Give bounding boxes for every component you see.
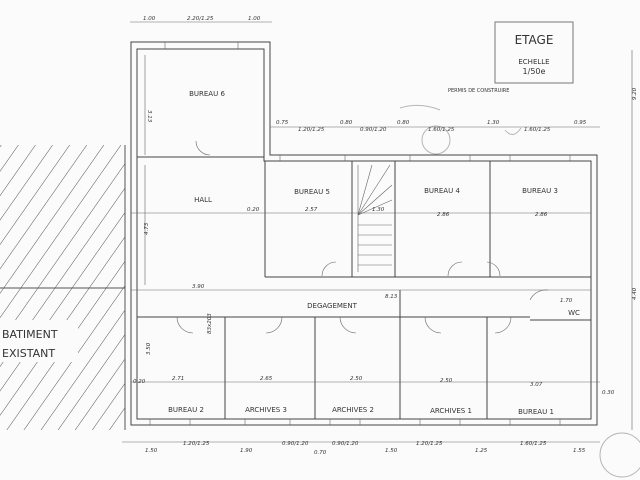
dimension-label: 1.50 <box>145 448 158 454</box>
dimension-label: 2.57 <box>305 207 318 213</box>
dimension-label: 0.75 <box>276 120 289 126</box>
dimension-label: 1.50 <box>385 448 398 454</box>
room-bureau-1: BUREAU 1 <box>518 408 554 416</box>
room-bureau-2: BUREAU 2 <box>168 406 204 414</box>
title-block <box>494 21 574 84</box>
dimension-label: 1.55 <box>573 448 586 454</box>
dimension-label: 2.50 <box>350 376 363 382</box>
room-bureau-6: BUREAU 6 <box>189 90 225 98</box>
scale-value: 1/50e <box>523 67 546 76</box>
dimension-label: 0.90/1.20 <box>360 127 387 133</box>
dimension-label: 1.00 <box>248 16 261 22</box>
dimension-label: 0.80 <box>340 120 353 126</box>
dimension-label: 3.13 <box>146 110 152 123</box>
dimension-label: 0.20 <box>133 379 146 385</box>
dimension-labels: 1.00 2.20/1.25 1.00 0.75 1.20/1.25 0.80 … <box>133 16 638 456</box>
dimension-label: 2.50 <box>440 378 453 384</box>
dimension-label: 0.70 <box>314 450 327 456</box>
dimension-label: 3.90 <box>192 284 205 290</box>
dimension-lines <box>122 21 633 443</box>
dimension-label: 9.20 <box>632 87 638 100</box>
dimension-label: 83x203 <box>207 313 213 334</box>
existing-building-label-2: EXISTANT <box>2 347 55 360</box>
stamp-seal <box>399 104 640 478</box>
dimension-label: 8.13 <box>385 294 398 300</box>
title: ETAGE <box>515 33 554 47</box>
dimension-label: 2.65 <box>260 376 273 382</box>
room-archives-2: ARCHIVES 2 <box>332 406 374 414</box>
existing-building <box>0 145 126 430</box>
dimension-label: 2.20/1.25 <box>187 16 214 22</box>
scale-label: ECHELLE <box>518 58 549 66</box>
windows <box>149 42 571 425</box>
existing-building-label-1: BATIMENT <box>2 328 58 341</box>
dimension-label: 1.70 <box>560 298 573 304</box>
dimension-label: 4.73 <box>144 222 150 235</box>
dimension-label: 0.90/1.20 <box>282 441 309 447</box>
dimension-label: 3.50 <box>146 342 152 355</box>
stamp-text: PERMIS DE CONSTRUIRE <box>448 88 509 94</box>
walls <box>130 41 598 426</box>
room-bureau-5: BUREAU 5 <box>294 188 330 196</box>
room-bureau-4: BUREAU 4 <box>424 187 460 195</box>
dimension-label: 3.07 <box>530 382 543 388</box>
room-wc: WC <box>568 309 580 317</box>
dimension-label: 1.20/1.25 <box>298 127 325 133</box>
dimension-label: 1.60/1.25 <box>520 441 547 447</box>
dimension-label: 1.90 <box>240 448 253 454</box>
dimension-label: 0.90/1.20 <box>332 441 359 447</box>
door-swings <box>176 140 549 334</box>
dimension-label: 0.20 <box>247 207 260 213</box>
dimension-label: 2.86 <box>437 212 450 218</box>
dimension-label: 2.86 <box>535 212 548 218</box>
dimension-label: 4.40 <box>632 287 638 300</box>
dimension-label: 1.60/1.25 <box>428 127 455 133</box>
dimension-label: 1.20/1.25 <box>183 441 210 447</box>
room-archives-1: ARCHIVES 1 <box>430 407 472 415</box>
room-archives-3: ARCHIVES 3 <box>245 406 287 414</box>
room-degagement: DEGAGEMENT <box>307 302 357 310</box>
dimension-label: 0.30 <box>602 390 615 396</box>
dimension-label: 1.30 <box>487 120 500 126</box>
dimension-label: 1.60/1.25 <box>524 127 551 133</box>
staircase <box>357 164 393 272</box>
dimension-label: 1.00 <box>143 16 156 22</box>
room-hall: HALL <box>194 196 212 204</box>
dimension-label: 0.80 <box>397 120 410 126</box>
dimension-label: 1.30 <box>372 207 385 213</box>
dimension-label: 0.95 <box>574 120 587 126</box>
dimension-label: 1.25 <box>475 448 488 454</box>
room-bureau-3: BUREAU 3 <box>522 187 558 195</box>
dimension-label: 2.71 <box>172 376 184 382</box>
dimension-label: 1.20/1.25 <box>416 441 443 447</box>
